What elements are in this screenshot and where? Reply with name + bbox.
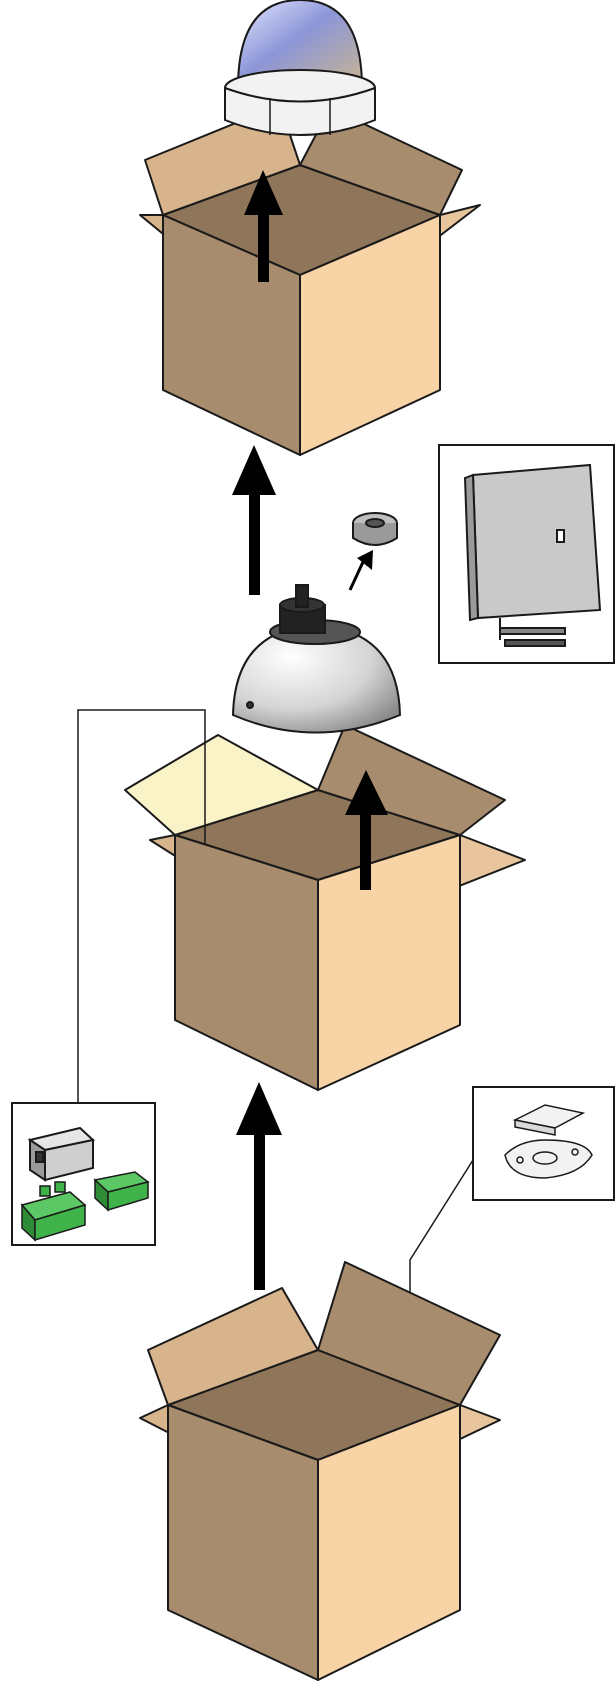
connectors-callout bbox=[12, 1103, 155, 1245]
lift-arrow-bottom bbox=[236, 1082, 282, 1290]
bottom-box bbox=[140, 1262, 500, 1680]
ring-arrow bbox=[350, 550, 373, 590]
electrical-enclosure-callout bbox=[439, 445, 614, 663]
lift-arrow-upper bbox=[232, 445, 276, 595]
camera-dome bbox=[225, 0, 375, 135]
middle-box bbox=[125, 725, 525, 1090]
camera-housing bbox=[233, 585, 400, 733]
top-box bbox=[140, 105, 480, 455]
hardware-pack-callout bbox=[473, 1087, 614, 1200]
mounting-ring bbox=[353, 513, 397, 545]
